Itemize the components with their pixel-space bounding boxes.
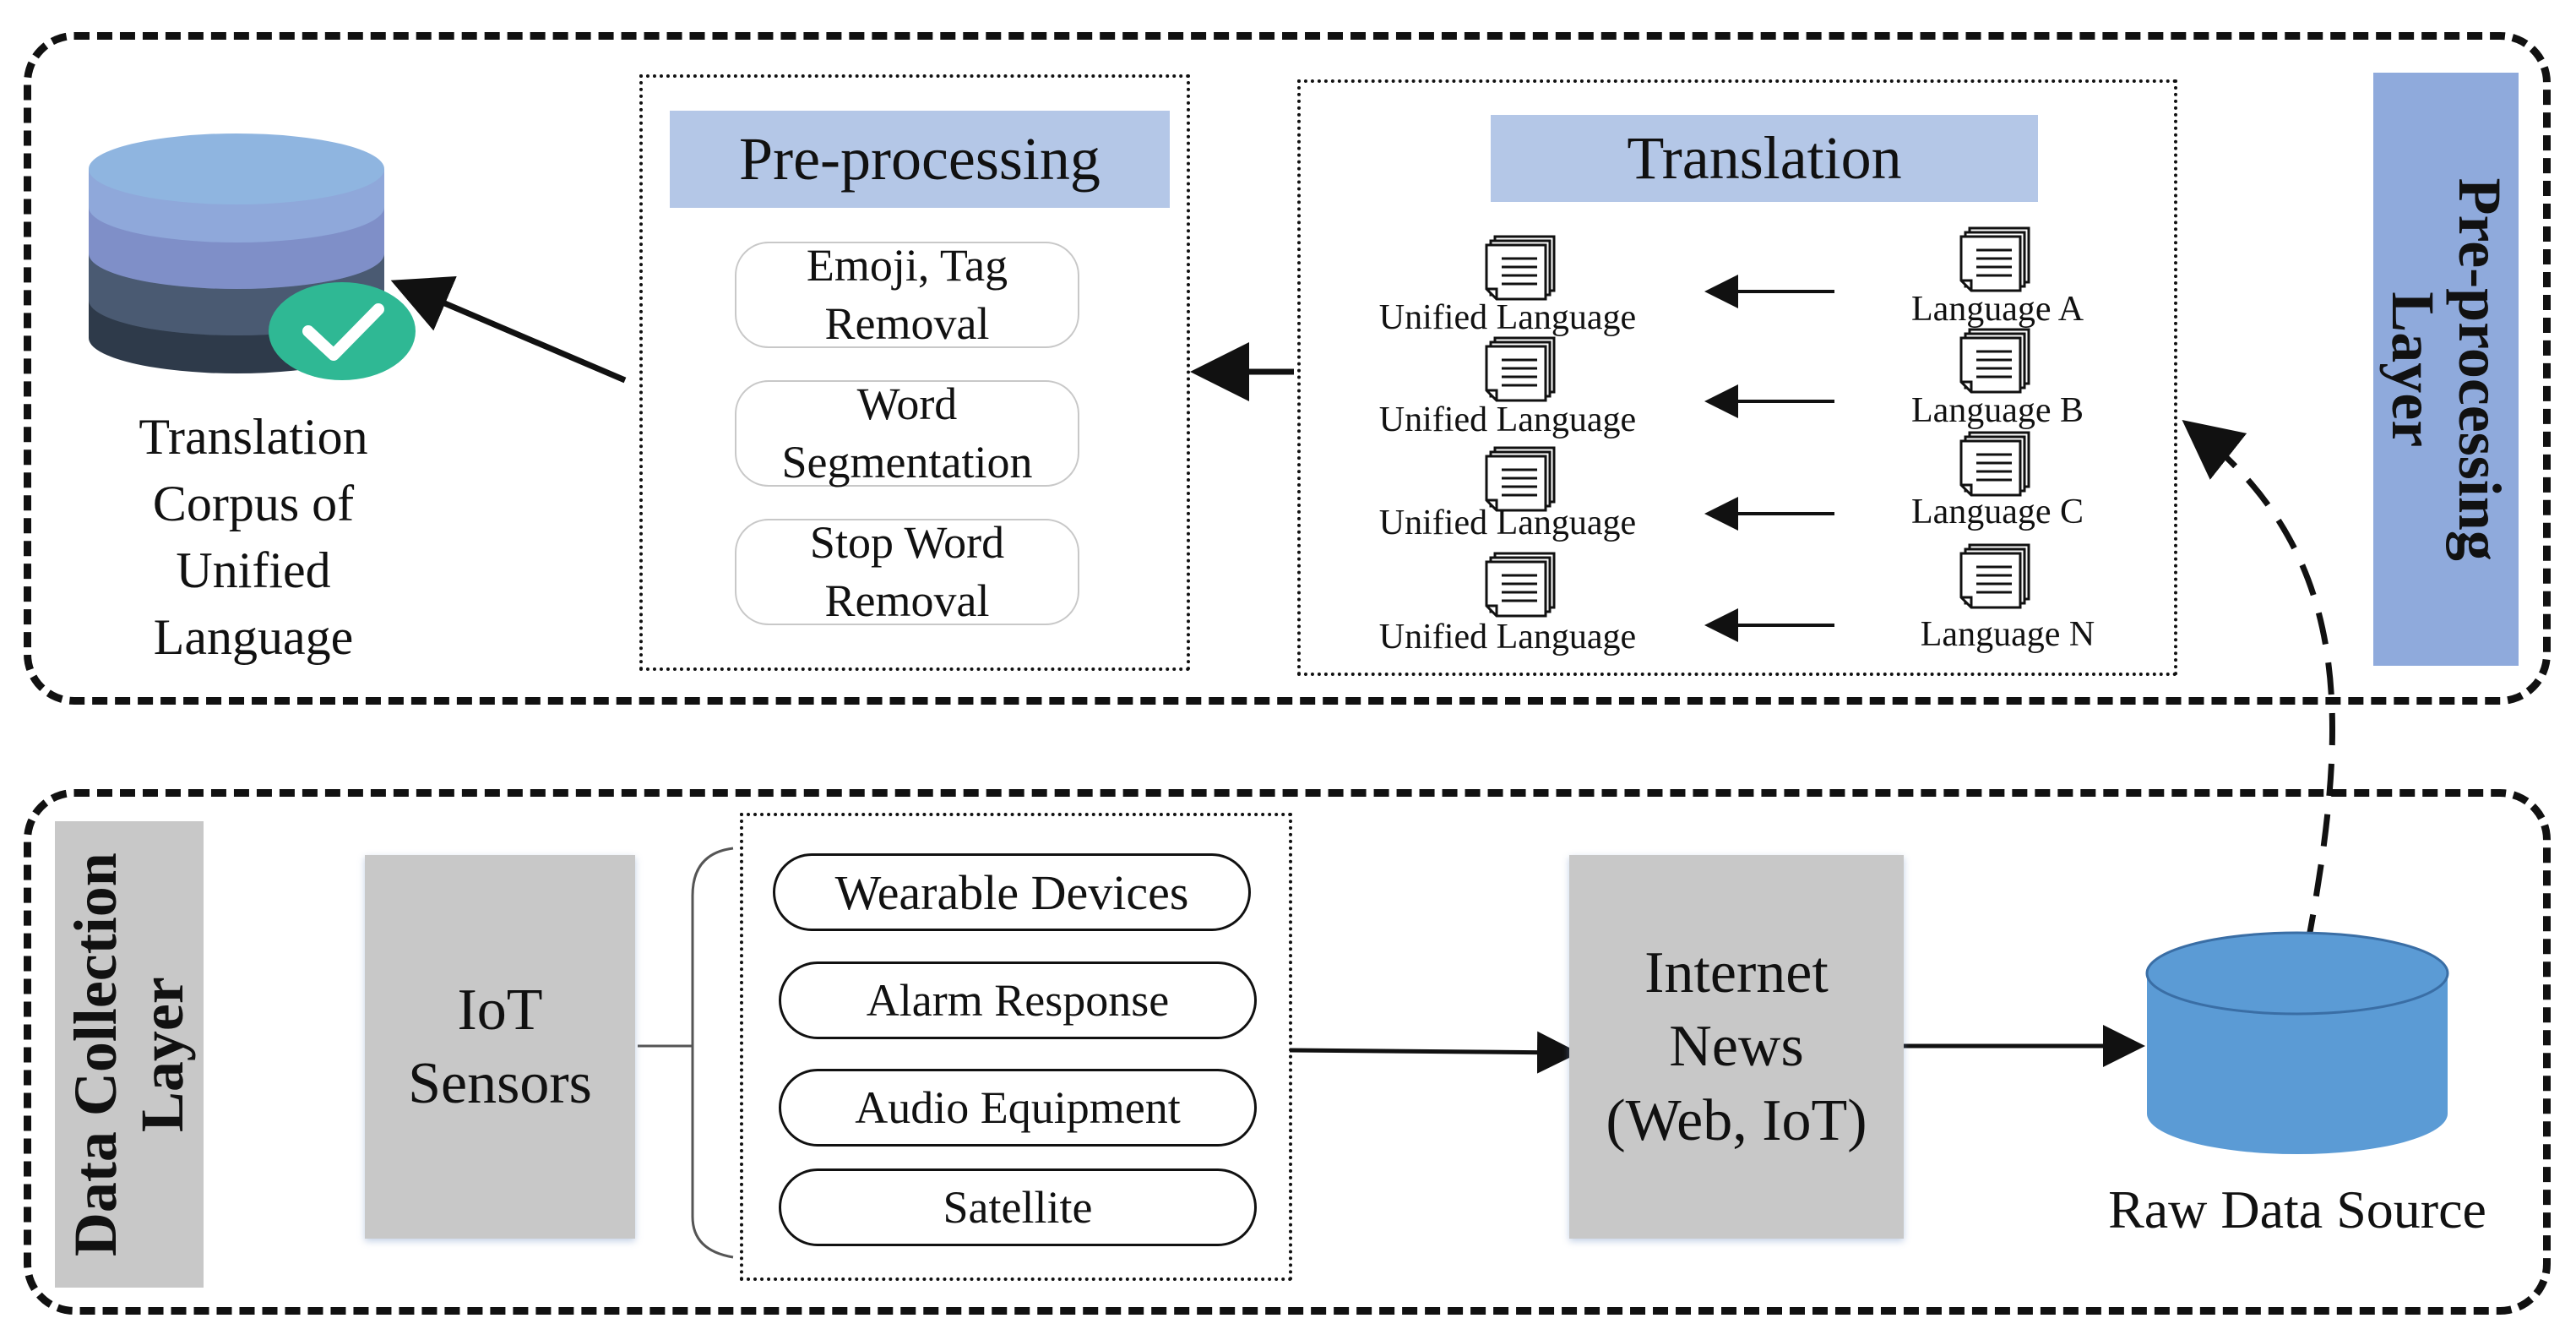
source-language-label: Language N [1920,615,2095,654]
internet-news-label: News [1669,1014,1804,1080]
device-satellite: Satellite [779,1168,1257,1246]
arrow-raw-to-translation [2182,419,2335,947]
unified-language-label: Unified Language [1378,618,1637,656]
iot-sensors-box: IoT Sensors [365,855,635,1239]
arrow-to-internet-news [1289,1031,1579,1074]
layer-label-line: Layer [2379,291,2447,447]
layer-label-line: Layer [128,977,197,1132]
unified-language-label: Unified Language [1378,400,1637,439]
source-language-label: Language B [1910,391,2084,430]
device-alarm-response: Alarm Response [779,961,1257,1039]
step-stop-word-removal: Stop Word Removal [735,517,1079,626]
device-bracket [691,847,734,1259]
internet-news-box: Internet News (Web, IoT) [1569,855,1904,1239]
layer-label-line: Data Collection [61,852,129,1256]
devices-box [740,813,1292,1281]
unified-language-label: Unified Language [1378,504,1637,542]
step-label: Removal [824,575,990,626]
translation-title: Translation [1491,115,2038,202]
corpus-label-line: Language [153,609,354,665]
translation-box [1297,79,2177,676]
step-emoji-tag-removal: Emoji, Tag Removal [735,240,1079,349]
step-label: Stop Word [809,516,1005,568]
step-label: Removal [824,298,990,349]
corpus-label-line: Unified [176,542,331,598]
checkmark-icon [269,282,416,380]
preprocessing-title: Pre-processing [670,111,1170,208]
preprocessing-box [639,74,1190,671]
step-label: Segmentation [781,437,1033,488]
database-icon [89,133,384,373]
preprocessing-layer-label: Pre-processing Layer [2373,73,2519,666]
layer-label-line: Pre-processing [2446,177,2514,561]
step-label: Emoji, Tag [806,239,1008,291]
data-collection-layer-label: Data Collection Layer [55,821,204,1288]
raw-data-source-label: Raw Data Source [2108,1179,2486,1239]
corpus-label-line: Translation [139,409,368,465]
data-collection-layer-frame [24,789,2551,1315]
step-label: Word [856,378,958,429]
iot-sensors-label: IoT [457,977,543,1043]
device-wearable-devices: Wearable Devices [773,853,1251,931]
source-language-label: Language C [1910,493,2084,531]
iot-sensors-label: Sensors [408,1051,592,1116]
device-audio-equipment: Audio Equipment [779,1069,1257,1147]
arrow-to-corpus [390,276,627,384]
corpus-label-line: Corpus of [152,476,355,531]
cylinder-icon [2145,931,2449,1154]
source-language-label: Language A [1910,290,2084,329]
corpus-label: Translation Corpus of Unified Language [80,404,427,671]
step-word-segmentation: Word Segmentation [735,379,1079,488]
preprocessing-layer-frame [24,32,2551,705]
unified-language-label: Unified Language [1378,298,1637,337]
internet-news-label: Internet [1644,940,1829,1005]
internet-news-label: (Web, IoT) [1606,1087,1867,1153]
